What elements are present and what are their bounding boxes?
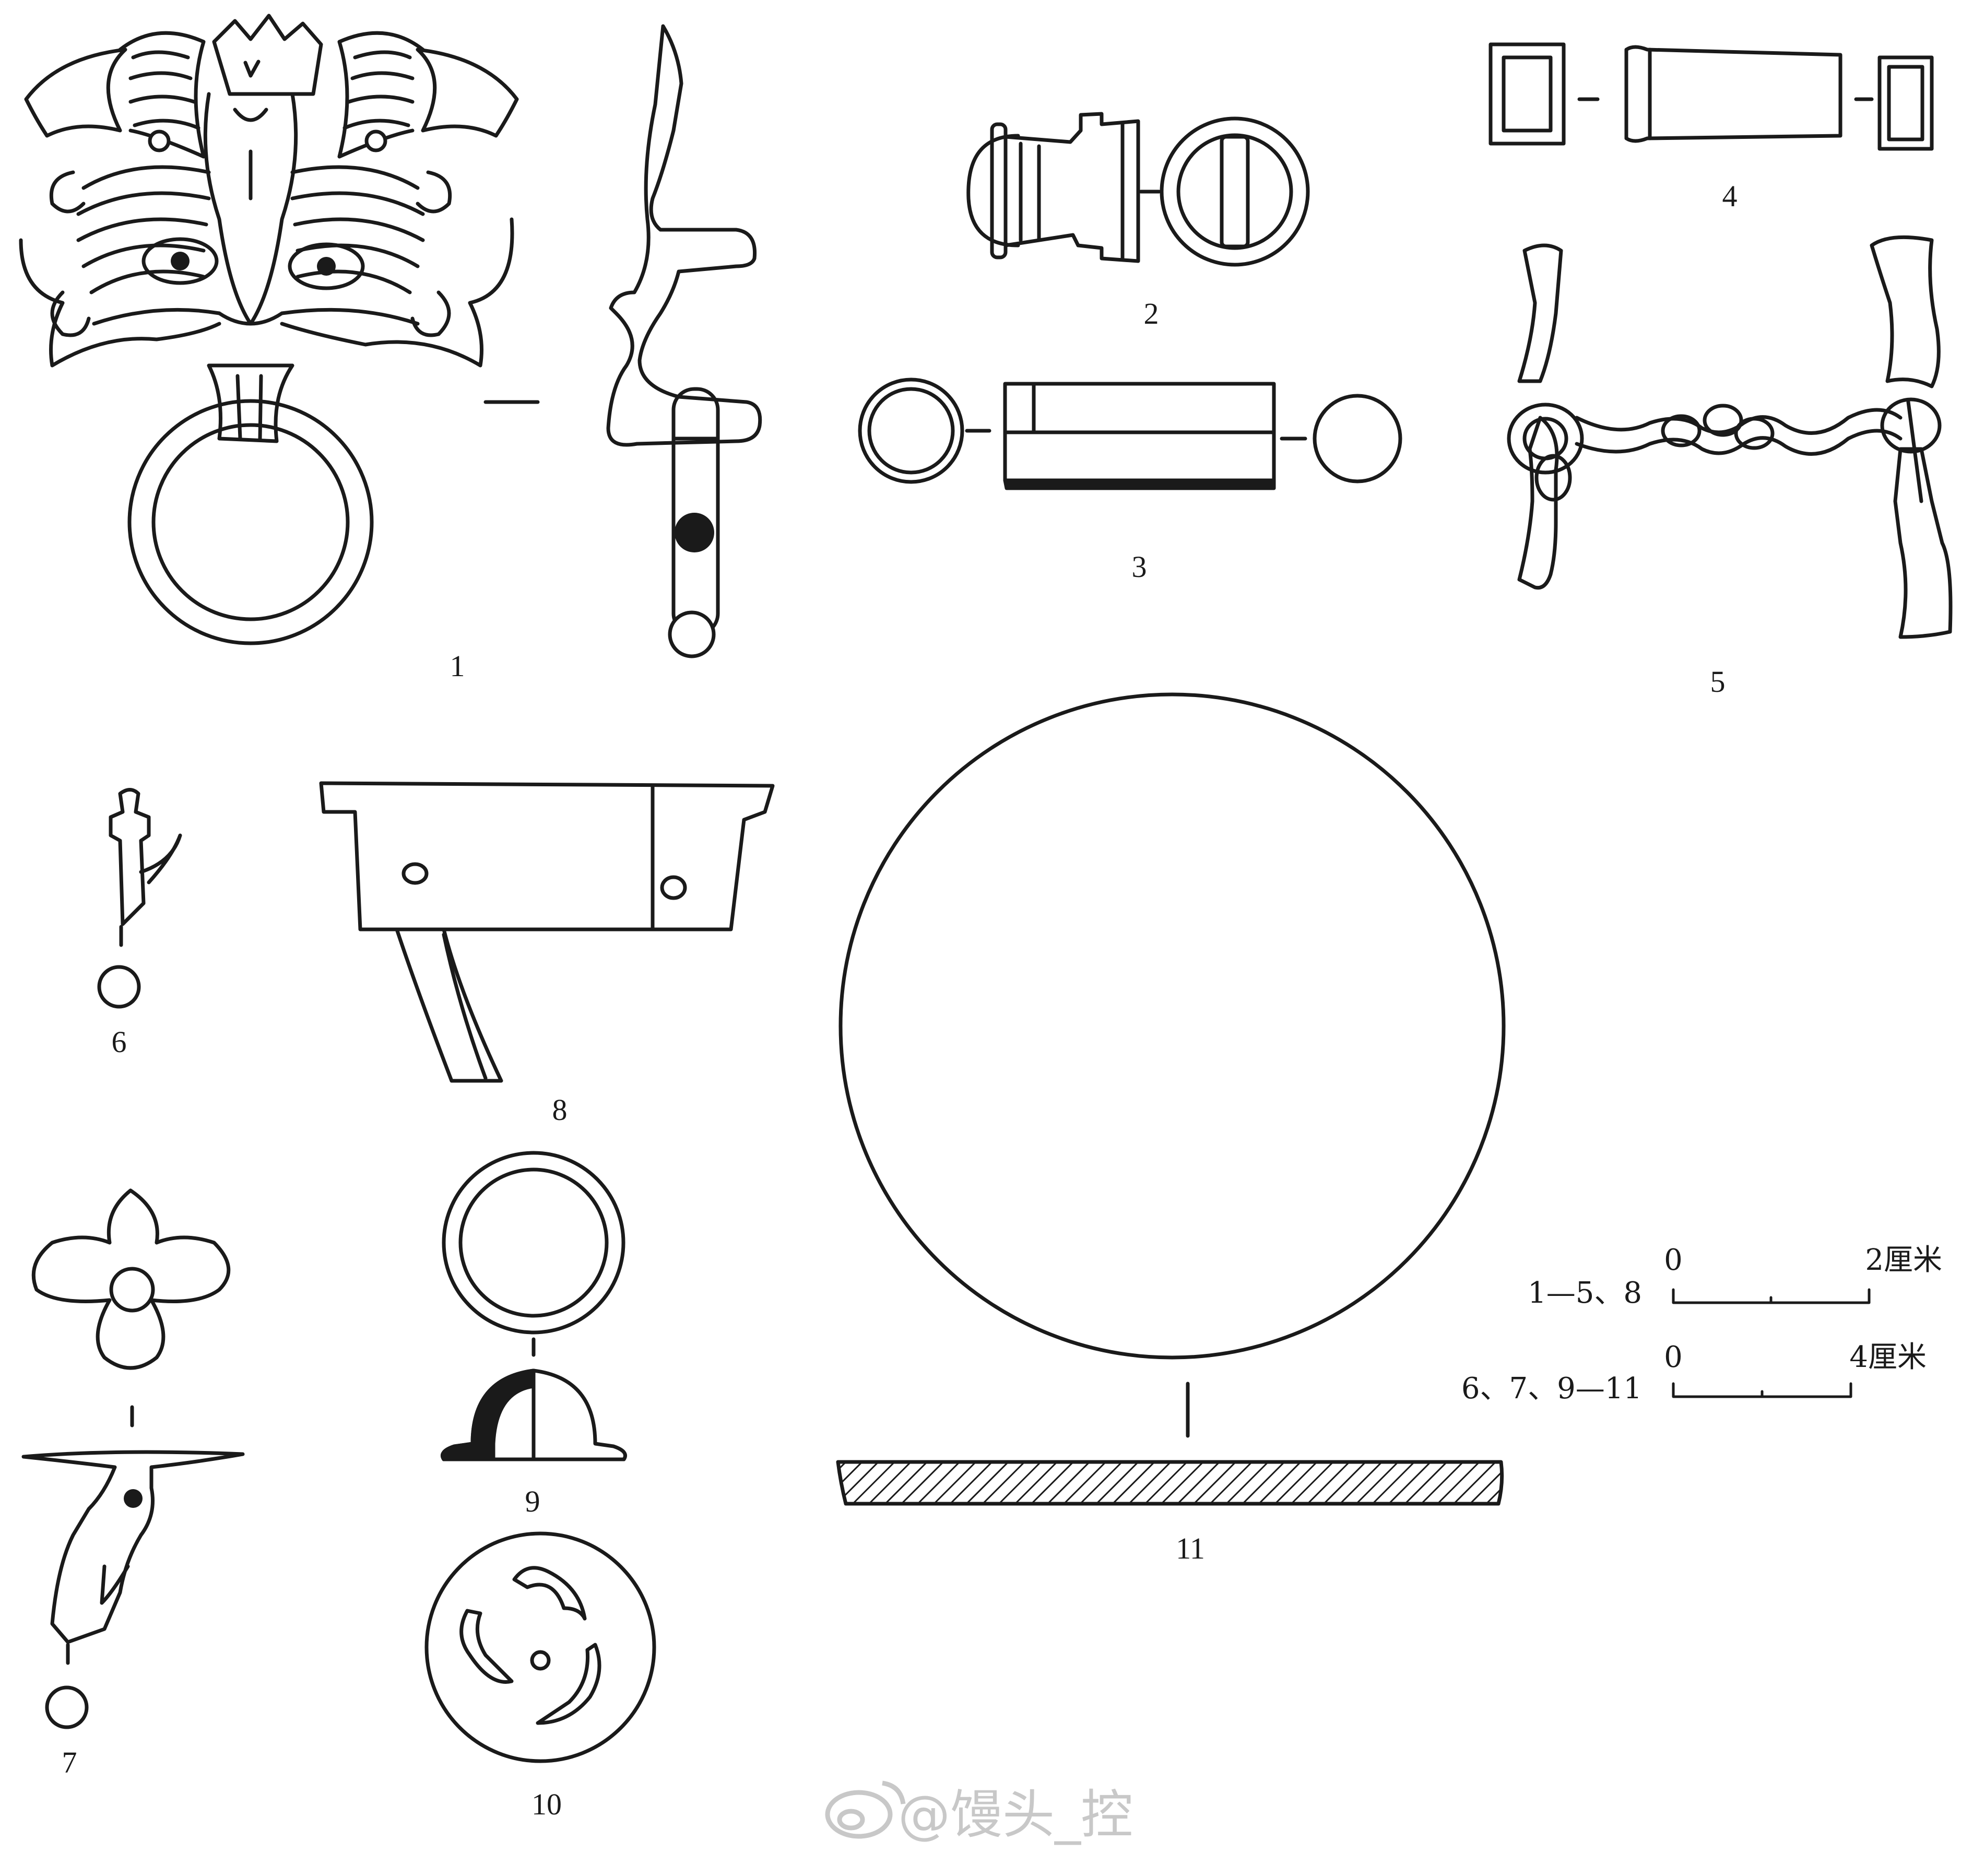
artifact-7-side — [21, 1450, 245, 1729]
artifact-11-disc — [836, 692, 1506, 1506]
figure-label-6: 6 — [112, 1025, 127, 1059]
figure-label-11: 11 — [1176, 1531, 1205, 1565]
scale-bar-2cm-applies-to: 1—5、8 — [1528, 1276, 1642, 1310]
scale-bar-4cm-max: 4厘米 — [1849, 1340, 1927, 1374]
artifact-2-cylinder-side — [966, 112, 1140, 263]
scale-bar-4cm-zero: 0 — [1664, 1340, 1683, 1374]
scale-bar-4cm — [1672, 1382, 1852, 1398]
figure-label-1: 1 — [450, 649, 465, 683]
scale-bar-2cm-zero: 0 — [1664, 1243, 1683, 1277]
artifact-7-quatrefoil — [31, 1188, 231, 1427]
artifact-7-dot — [124, 1489, 143, 1508]
artifact-5-horse-bit — [1507, 235, 1953, 639]
artifact-3-tube — [858, 377, 1402, 490]
figure-label-10: 10 — [531, 1787, 562, 1821]
artifact-8-fitting — [319, 781, 775, 1083]
artifact-1-side-markers — [668, 513, 716, 658]
artifact-6-pin — [97, 788, 182, 1009]
artifact-2-cylinder-end — [1160, 116, 1310, 267]
artifact-4-fitting — [1489, 42, 1934, 151]
artifact-10-disc — [424, 1531, 656, 1763]
artifact-9-cap — [441, 1151, 627, 1461]
watermark-text: @馒头_控 — [898, 1784, 1133, 1845]
figure-label-7: 7 — [62, 1745, 77, 1779]
figure-label-5: 5 — [1710, 665, 1726, 699]
artifact-1-boss-studs — [148, 129, 387, 152]
weibo-logo-icon — [825, 1780, 906, 1839]
scale-bar-2cm-max: 2厘米 — [1865, 1243, 1942, 1277]
artifact-1-beast-mask-front — [19, 14, 519, 645]
figure-label-9: 9 — [525, 1484, 540, 1518]
scale-bar-4cm-applies-to: 6、7、9—11 — [1461, 1372, 1642, 1406]
figure-label-2: 2 — [1144, 297, 1159, 331]
scale-bar-2cm — [1672, 1288, 1871, 1304]
figure-label-4: 4 — [1722, 179, 1738, 213]
figure-label-3: 3 — [1132, 550, 1147, 584]
artifact-1-eyes-and-bosses — [171, 252, 336, 276]
figure-label-8: 8 — [552, 1093, 568, 1127]
